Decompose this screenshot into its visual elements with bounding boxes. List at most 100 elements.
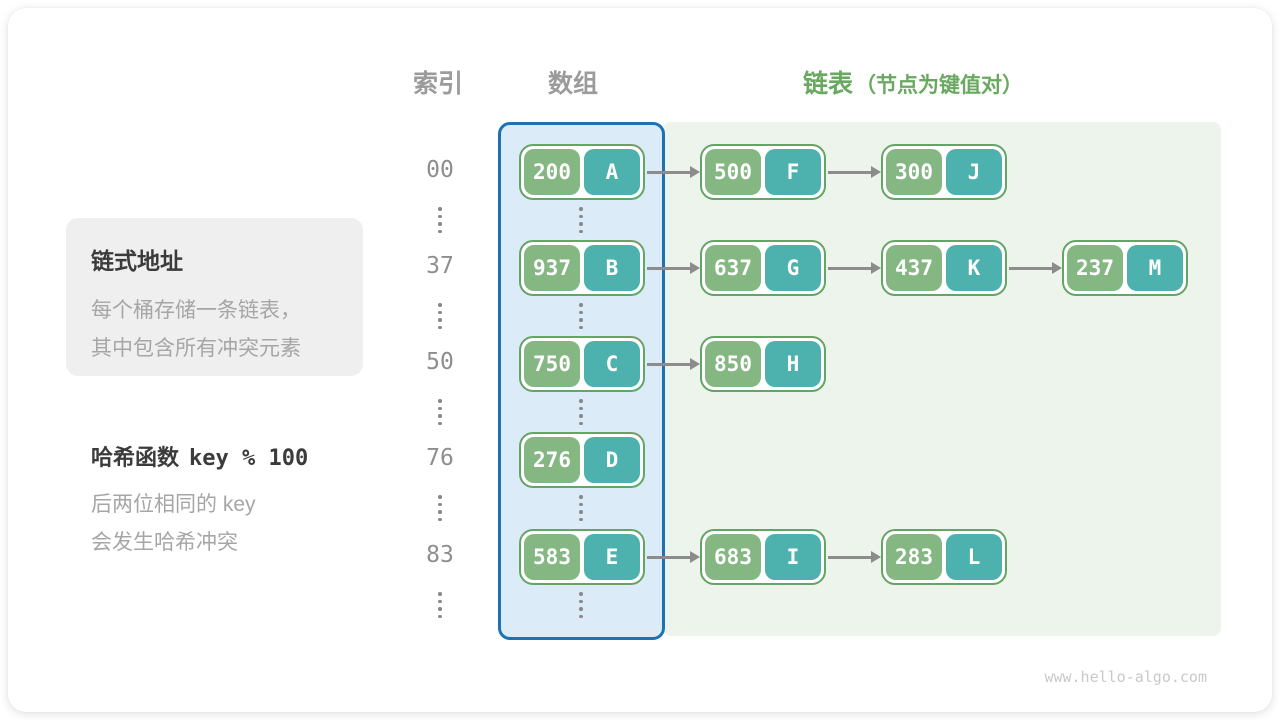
key-cell: 937	[524, 245, 580, 291]
dot	[438, 607, 442, 611]
ellipsis-dots	[577, 495, 585, 521]
value-cell: J	[946, 149, 1002, 195]
key-cell: 583	[524, 534, 580, 580]
list-header-note: （节点为键值对）	[855, 74, 1024, 97]
dot	[438, 614, 442, 618]
ellipsis-dots	[577, 592, 585, 618]
hash-function-note: 哈希函数 key % 100 后两位相同的 key 会发生哈希冲突	[91, 440, 308, 562]
dot	[579, 318, 583, 322]
ellipsis-dots	[436, 399, 444, 425]
pointer-arrow	[647, 266, 690, 270]
dot	[438, 222, 442, 226]
dot	[438, 229, 442, 233]
list-column-header: 链表（节点为键值对）	[803, 64, 1023, 100]
dot	[579, 510, 583, 514]
dot	[579, 502, 583, 506]
value-cell: B	[584, 245, 640, 291]
dot	[438, 318, 442, 322]
dot	[579, 222, 583, 226]
dot	[438, 421, 442, 425]
ellipsis-dots	[577, 303, 585, 329]
dot	[579, 229, 583, 233]
dot	[579, 399, 583, 403]
dot	[579, 517, 583, 521]
dot	[438, 510, 442, 514]
index-label: 83	[426, 542, 454, 568]
dot	[579, 614, 583, 618]
pointer-arrow	[647, 170, 690, 174]
index-label: 76	[426, 445, 454, 471]
index-column-header: 索引	[413, 70, 464, 98]
value-cell: A	[584, 149, 640, 195]
hash-note-line-1: 后两位相同的 key	[91, 493, 256, 516]
watermark: www.hello-algo.com	[1044, 668, 1207, 686]
value-cell: F	[765, 149, 821, 195]
chaining-note-box: 链式地址 每个桶存储一条链表， 其中包含所有冲突元素	[66, 218, 363, 376]
key-cell: 437	[886, 245, 942, 291]
ellipsis-dots	[436, 303, 444, 329]
key-cell: 850	[705, 341, 761, 387]
dot	[438, 310, 442, 314]
dot	[579, 310, 583, 314]
dot	[579, 495, 583, 499]
dot	[438, 495, 442, 499]
array-column-header: 数组	[548, 70, 599, 98]
pointer-arrow	[828, 555, 871, 559]
dot	[579, 303, 583, 307]
pointer-arrow	[647, 555, 690, 559]
list-header-label: 链表	[803, 70, 854, 98]
index-label: 37	[426, 253, 454, 279]
dot	[438, 592, 442, 596]
dot	[438, 207, 442, 211]
key-cell: 683	[705, 534, 761, 580]
pointer-arrow	[647, 362, 690, 366]
key-cell: 500	[705, 149, 761, 195]
note-line-1: 每个桶存储一条链表，	[91, 299, 301, 322]
hash-function-code: key % 100	[189, 446, 309, 471]
value-cell: C	[584, 341, 640, 387]
value-cell: M	[1127, 245, 1183, 291]
hash-note-line-2: 会发生哈希冲突	[91, 531, 238, 554]
key-cell: 200	[524, 149, 580, 195]
hash-function-label: 哈希函数	[91, 445, 180, 470]
dot	[579, 599, 583, 603]
dot	[438, 303, 442, 307]
dot	[579, 592, 583, 596]
ellipsis-dots	[436, 207, 444, 233]
dot	[438, 214, 442, 218]
value-cell: K	[946, 245, 1002, 291]
dot	[579, 607, 583, 611]
dot	[438, 406, 442, 410]
dot	[438, 414, 442, 418]
value-cell: E	[584, 534, 640, 580]
dot	[579, 207, 583, 211]
ellipsis-dots	[436, 495, 444, 521]
dot	[438, 517, 442, 521]
key-cell: 283	[886, 534, 942, 580]
dot	[579, 325, 583, 329]
dot	[579, 406, 583, 410]
key-cell: 276	[524, 437, 580, 483]
index-label: 50	[426, 349, 454, 375]
key-cell: 237	[1067, 245, 1123, 291]
pointer-arrow	[1009, 266, 1052, 270]
pointer-arrow	[828, 266, 871, 270]
dot	[438, 399, 442, 403]
key-cell: 637	[705, 245, 761, 291]
hash-function-title: 哈希函数 key % 100	[91, 440, 308, 472]
ellipsis-dots	[436, 592, 444, 618]
note-title: 链式地址	[91, 248, 183, 274]
index-label: 00	[426, 157, 454, 183]
